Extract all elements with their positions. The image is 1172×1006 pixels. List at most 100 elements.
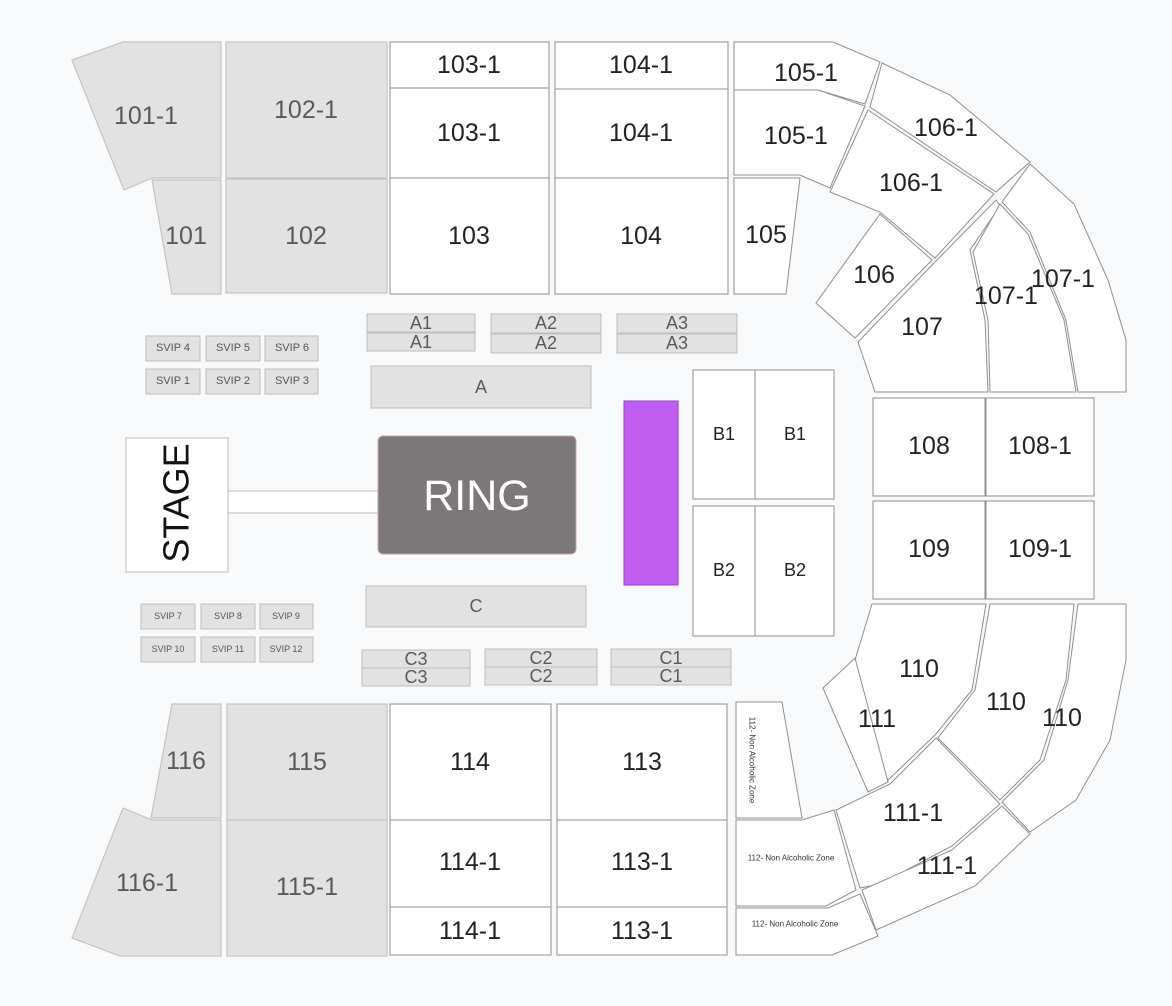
section-108[interactable]: 108 [872, 397, 986, 497]
section-116-1[interactable]: 116-1 [71, 807, 222, 957]
section-101-label: 101 [165, 222, 207, 250]
section-c2-front[interactable]: C2 [484, 666, 598, 686]
section-101[interactable]: 101 [151, 179, 222, 295]
section-107-1-inner[interactable]: 107-1 [972, 203, 1077, 393]
section-a2-back-label: A2 [535, 313, 557, 333]
section-111[interactable]: 111 [822, 657, 896, 793]
section-108-1[interactable]: 108-1 [985, 397, 1095, 497]
section-104-1-front[interactable]: 104-1 [554, 41, 729, 90]
section-a2-back[interactable]: A2 [490, 313, 602, 334]
svip-4[interactable]: SVIP 4 [145, 335, 201, 362]
section-106-1-back[interactable]: 106-1 [869, 62, 1031, 193]
section-113-label: 113 [622, 748, 662, 776]
svip-9[interactable]: SVIP 9 [259, 603, 314, 630]
section-107-1-outer[interactable]: 107-1 [1001, 163, 1127, 393]
section-110-mid-label: 110 [986, 688, 1026, 716]
section-105-1-front[interactable]: 105-1 [733, 41, 881, 105]
svip-1-label: SVIP 1 [156, 375, 190, 387]
section-102[interactable]: 102 [225, 178, 388, 294]
section-116-1-label: 116-1 [116, 869, 178, 897]
section-112-mid[interactable]: 112- Non Alcoholic Zone [735, 809, 857, 907]
svip-2-label: SVIP 2 [216, 375, 250, 387]
section-102-1[interactable]: 102-1 [225, 41, 388, 179]
section-104[interactable]: 104 [554, 177, 729, 295]
section-115-1[interactable]: 115-1 [226, 819, 388, 957]
section-103-1[interactable]: 103-1 [389, 87, 550, 179]
section-115[interactable]: 115 [226, 703, 388, 821]
section-114-1[interactable]: 114-1 [389, 819, 552, 908]
section-c1-front-label: C1 [659, 666, 682, 686]
section-105-1[interactable]: 105-1 [733, 89, 866, 189]
section-102-1-label: 102-1 [274, 96, 338, 124]
section-101-1-label: 101-1 [114, 102, 178, 130]
svip-8[interactable]: SVIP 8 [200, 603, 256, 630]
section-109-label: 109 [908, 535, 950, 563]
section-b1-right-label: B1 [784, 424, 806, 444]
section-c1-back[interactable]: C1 [610, 648, 732, 668]
section-111-1-outer[interactable]: 111-1 [861, 805, 1031, 931]
section-a1-front[interactable]: A1 [366, 332, 476, 352]
section-c2-back[interactable]: C2 [484, 648, 598, 668]
section-116[interactable]: 116 [150, 703, 222, 819]
svip-11[interactable]: SVIP 11 [200, 636, 256, 663]
section-a3-front[interactable]: A3 [616, 333, 738, 354]
section-b2-right[interactable]: B2 [754, 505, 835, 637]
svip-3[interactable]: SVIP 3 [264, 368, 319, 395]
section-114-1-front[interactable]: 114-1 [389, 906, 552, 956]
svip-11-label: SVIP 11 [212, 644, 244, 654]
section-a[interactable]: A [370, 365, 592, 409]
section-a1-back[interactable]: A1 [366, 313, 476, 333]
section-b2-right-label: B2 [784, 560, 806, 580]
svip-6[interactable]: SVIP 6 [264, 335, 319, 362]
section-c[interactable]: C [365, 585, 587, 628]
svip-2[interactable]: SVIP 2 [205, 368, 261, 395]
section-113-1[interactable]: 113-1 [556, 819, 728, 908]
section-a2-front[interactable]: A2 [490, 333, 602, 354]
section-c1-front[interactable]: C1 [610, 666, 732, 686]
section-109[interactable]: 109 [872, 500, 986, 600]
section-106-1[interactable]: 106-1 [829, 109, 995, 259]
svip-12[interactable]: SVIP 12 [259, 636, 314, 663]
section-110-inner-label: 110 [899, 655, 939, 683]
section-a3-back[interactable]: A3 [616, 313, 738, 334]
section-109-1-label: 109-1 [1008, 535, 1072, 563]
section-109-1[interactable]: 109-1 [985, 500, 1095, 600]
section-113-1-front[interactable]: 113-1 [556, 906, 728, 956]
svip-5-label: SVIP 5 [216, 342, 250, 354]
section-a1-back-label: A1 [410, 313, 432, 333]
section-b1-right[interactable]: B1 [754, 369, 835, 500]
section-c-label: C [470, 596, 483, 616]
section-105-label: 105 [745, 221, 787, 249]
section-101-1[interactable]: 101-1 [71, 41, 222, 191]
section-b[interactable] [623, 400, 679, 586]
section-c3-front[interactable]: C3 [361, 667, 471, 687]
section-c2-back-label: C2 [529, 648, 552, 668]
section-105[interactable]: 105 [733, 177, 801, 295]
section-103[interactable]: 103 [389, 177, 550, 295]
section-104-1-front-label: 104-1 [609, 51, 673, 79]
section-114[interactable]: 114 [389, 703, 552, 821]
section-114-1-front-label: 114-1 [439, 917, 501, 945]
section-b1-left[interactable]: B1 [692, 369, 756, 500]
section-103-1-front[interactable]: 103-1 [389, 41, 550, 89]
section-111-1-inner[interactable]: 111-1 [835, 737, 1001, 889]
ring-label: RING [423, 472, 531, 520]
section-107[interactable]: 107 [857, 199, 1001, 393]
section-c3-back[interactable]: C3 [361, 649, 471, 669]
svip-5[interactable]: SVIP 5 [205, 335, 261, 362]
section-112-bottom[interactable]: 112- Non Alcoholic Zone [735, 893, 879, 956]
section-104-1[interactable]: 104-1 [554, 88, 729, 179]
section-110-mid[interactable]: 110 [937, 603, 1075, 801]
section-110-outer[interactable]: 110 [1001, 603, 1127, 833]
section-b2-left[interactable]: B2 [692, 505, 756, 637]
section-106[interactable]: 106 [815, 213, 933, 339]
section-116-label: 116 [166, 747, 206, 775]
svip-7[interactable]: SVIP 7 [140, 603, 196, 630]
svip-1[interactable]: SVIP 1 [145, 368, 201, 395]
svip-10[interactable]: SVIP 10 [140, 636, 196, 663]
section-103-label: 103 [448, 222, 490, 250]
section-113[interactable]: 113 [556, 703, 728, 821]
section-110-outer-label: 110 [1042, 704, 1082, 732]
section-112-top[interactable]: 112- Non Alcoholic Zone [735, 701, 803, 819]
